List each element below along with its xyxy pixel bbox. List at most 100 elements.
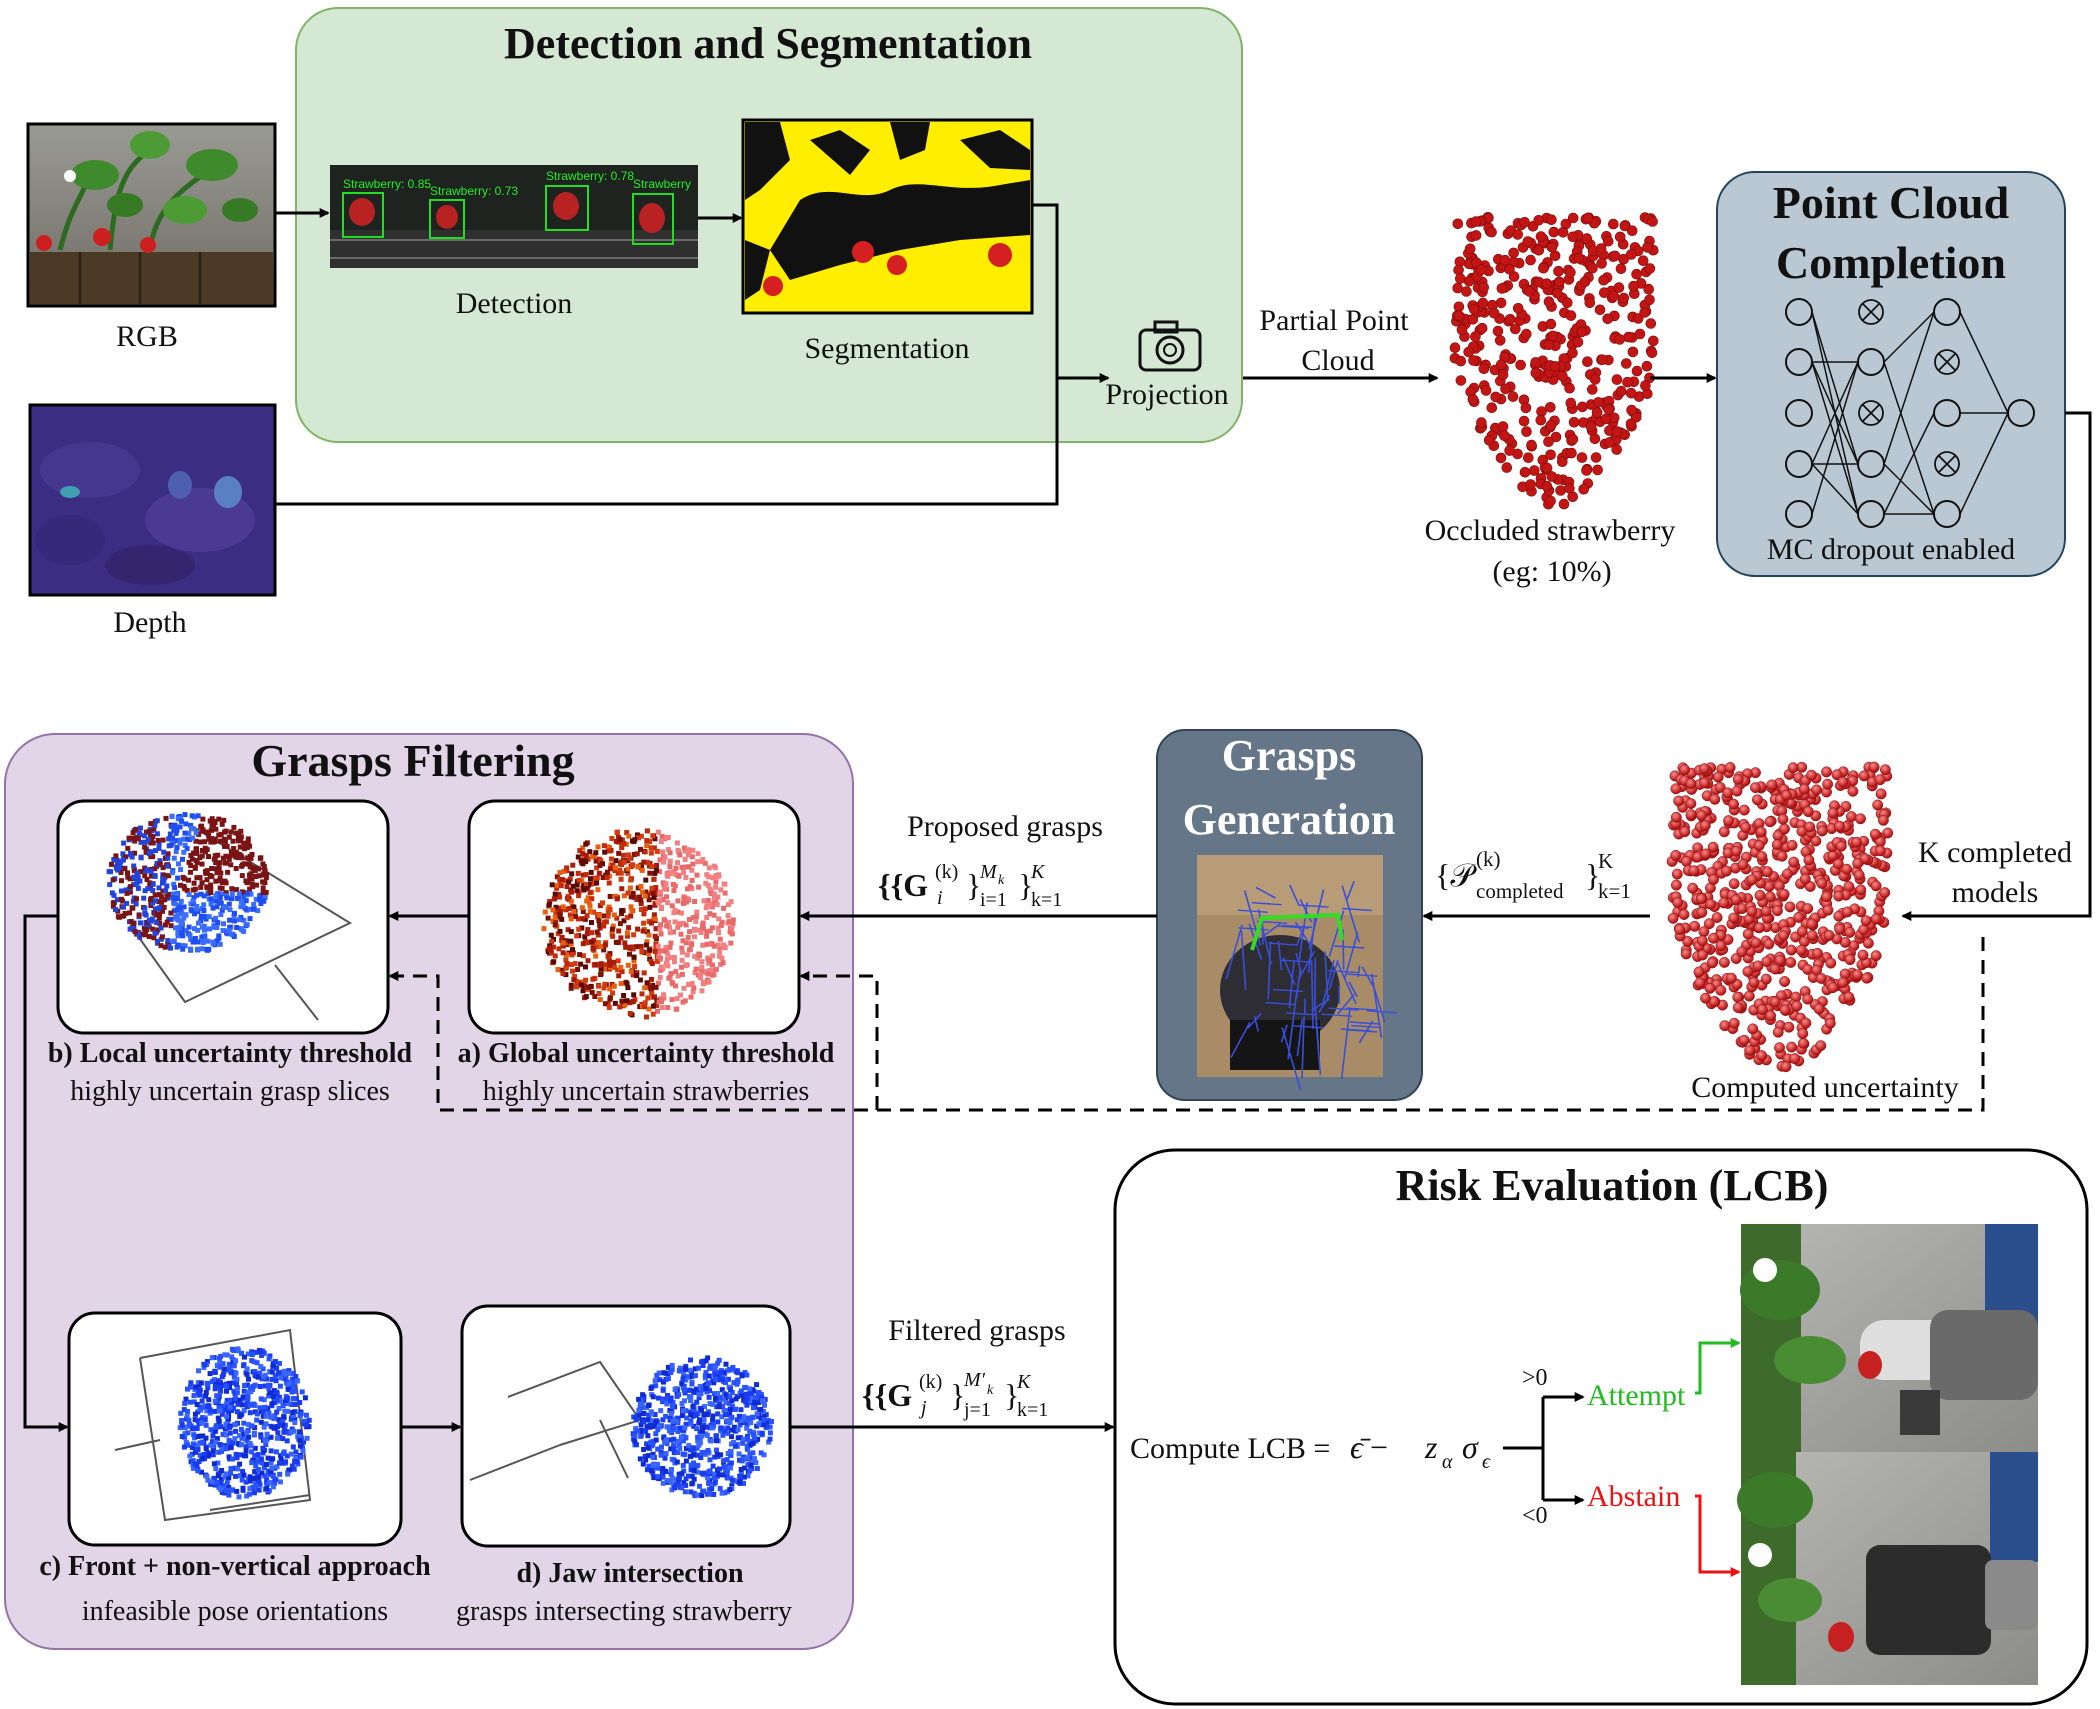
cloud-pixel bbox=[254, 1360, 260, 1366]
cloud-pixel bbox=[677, 852, 683, 858]
cloud-pixel bbox=[594, 875, 600, 881]
point-cloud-dot bbox=[1827, 850, 1839, 862]
cloud-pixel bbox=[625, 870, 631, 876]
cloud-pixel bbox=[247, 1486, 253, 1492]
cloud-pixel bbox=[620, 852, 626, 858]
cloud-pixel bbox=[660, 1466, 666, 1472]
cloud-pixel bbox=[233, 849, 239, 855]
cloud-pixel bbox=[578, 961, 584, 967]
cloud-pixel bbox=[174, 896, 180, 901]
cloud-pixel bbox=[690, 989, 696, 995]
cloud-pixel bbox=[228, 1487, 234, 1493]
cloud-pixel bbox=[176, 924, 182, 930]
cloud-pixel bbox=[212, 836, 218, 842]
cloud-pixel bbox=[192, 865, 198, 871]
cloud-pixel bbox=[150, 926, 156, 932]
point-cloud-dot bbox=[1533, 245, 1545, 256]
cloud-pixel bbox=[634, 896, 640, 902]
network-node bbox=[1933, 298, 1961, 326]
cloud-pixel bbox=[615, 870, 621, 876]
point-cloud-dot bbox=[1557, 227, 1569, 238]
svg-text:(k): (k) bbox=[919, 1371, 942, 1393]
cloud-pixel bbox=[221, 1369, 227, 1375]
cloud-pixel bbox=[658, 967, 664, 973]
cloud-pixel bbox=[665, 1376, 671, 1382]
cloud-pixel bbox=[680, 920, 686, 926]
cloud-pixel bbox=[184, 846, 190, 852]
cloud-pixel bbox=[650, 833, 656, 839]
point-cloud-dot bbox=[1704, 982, 1716, 994]
cloud-pixel bbox=[205, 947, 210, 953]
point-cloud-dot bbox=[1834, 820, 1845, 832]
cloud-pixel bbox=[550, 907, 556, 913]
point-cloud-dot bbox=[1626, 404, 1637, 416]
cloud-pixel bbox=[663, 1438, 669, 1444]
cloud-pixel bbox=[678, 910, 684, 916]
point-cloud-dot bbox=[1455, 355, 1467, 367]
cloud-pixel bbox=[574, 984, 579, 990]
cloud-pixel bbox=[258, 1419, 264, 1425]
cloud-pixel bbox=[715, 1391, 721, 1396]
cloud-pixel bbox=[680, 1462, 686, 1468]
cloud-pixel bbox=[665, 1477, 671, 1483]
point-cloud-dot bbox=[1582, 356, 1593, 368]
cloud-pixel bbox=[180, 933, 186, 939]
grasp-line bbox=[1351, 1024, 1382, 1029]
cloud-pixel bbox=[706, 1491, 712, 1497]
cloud-pixel bbox=[682, 856, 688, 862]
cloud-pixel bbox=[209, 874, 215, 880]
cloud-pixel bbox=[284, 1453, 290, 1459]
cloud-pixel bbox=[638, 1433, 644, 1439]
point-cloud-dot bbox=[1754, 889, 1766, 901]
cloud-pixel bbox=[301, 1439, 307, 1445]
point-cloud-dot bbox=[1525, 479, 1536, 490]
point-cloud-dot bbox=[1672, 897, 1684, 908]
cloud-pixel bbox=[298, 1454, 304, 1460]
network-edge bbox=[1959, 311, 2009, 414]
point-cloud-dot bbox=[1760, 973, 1772, 985]
cloud-pixel bbox=[568, 982, 574, 988]
point-cloud-dot bbox=[1862, 937, 1874, 949]
point-cloud-dot bbox=[1696, 906, 1708, 918]
cloud-pixel bbox=[129, 835, 135, 841]
cloud-pixel bbox=[653, 867, 659, 873]
cloud-pixel bbox=[689, 878, 695, 883]
cloud-pixel bbox=[602, 942, 608, 948]
cloud-pixel bbox=[705, 1447, 711, 1453]
cloud-pixel bbox=[156, 892, 162, 897]
cloud-pixel bbox=[224, 1480, 230, 1486]
cloud-pixel bbox=[286, 1370, 292, 1376]
cloud-pixel bbox=[613, 838, 619, 844]
cloud-pixel bbox=[732, 1424, 737, 1430]
cloud-pixel bbox=[720, 1432, 726, 1438]
point-cloud-dot bbox=[1774, 1042, 1785, 1054]
cloud-pixel bbox=[270, 1484, 276, 1490]
cloud-pixel bbox=[728, 1387, 733, 1393]
cloud-pixel bbox=[733, 1369, 739, 1375]
cloud-pixel bbox=[666, 975, 672, 981]
point-cloud-dot bbox=[1756, 851, 1768, 862]
point-cloud-dot bbox=[1715, 984, 1727, 996]
cloud-pixel bbox=[210, 905, 216, 911]
cloud-pixel bbox=[665, 963, 671, 969]
cloud-pixel bbox=[191, 1441, 196, 1447]
cloud-pixel bbox=[257, 1370, 263, 1376]
cloud-pixel bbox=[674, 1459, 680, 1465]
point-cloud-dot bbox=[1769, 996, 1781, 1008]
cloud-pixel bbox=[156, 899, 162, 905]
cloud-pixel bbox=[212, 820, 218, 825]
cloud-pixel bbox=[725, 1376, 731, 1382]
point-cloud-dot bbox=[1812, 947, 1823, 959]
cloud-pixel bbox=[262, 1438, 268, 1444]
cloud-pixel bbox=[127, 910, 133, 916]
cloud-pixel bbox=[621, 893, 627, 899]
cloud-pixel bbox=[220, 928, 226, 933]
cloud-pixel bbox=[225, 869, 231, 875]
cloud-pixel bbox=[572, 974, 578, 979]
point-cloud-dot bbox=[1789, 1053, 1801, 1065]
cloud-pixel bbox=[683, 922, 689, 928]
cloud-pixel bbox=[202, 1362, 208, 1368]
point-cloud-dot bbox=[1756, 1050, 1768, 1062]
cloud-pixel bbox=[601, 985, 607, 991]
point-cloud-dot bbox=[1674, 924, 1686, 936]
